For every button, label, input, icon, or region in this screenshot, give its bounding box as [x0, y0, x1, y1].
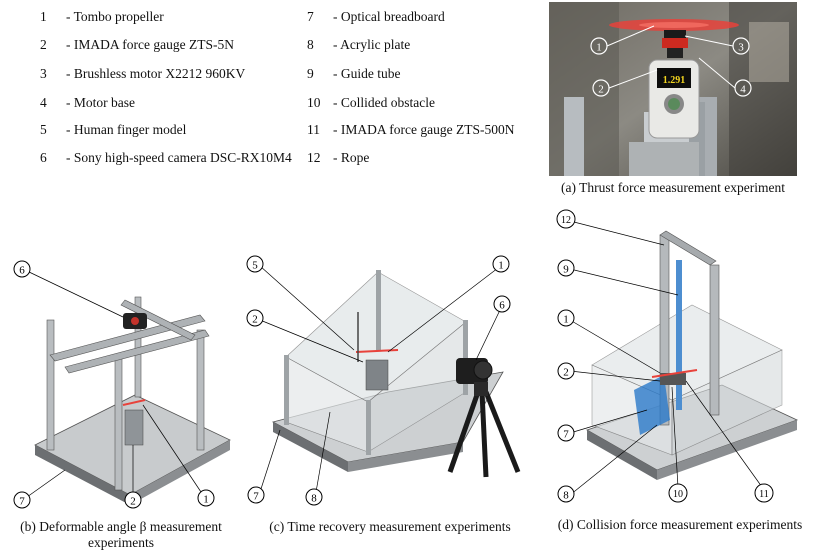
panel-d-callout-12: 12 [556, 209, 576, 229]
panel-b-callout-2: 2 [124, 491, 142, 509]
photo-callout-3: 3 [732, 37, 750, 55]
legend-item-1: 1- Tombo propeller [40, 9, 164, 24]
svg-text:2: 2 [598, 84, 604, 96]
photo-callout-1: 1 [590, 37, 608, 55]
panel-d-callout-10: 10 [668, 483, 688, 503]
svg-text:2: 2 [252, 314, 258, 326]
panel-c-callout-1: 1 [492, 255, 510, 273]
svg-text:8: 8 [563, 490, 569, 502]
panel-c-callout-5: 5 [246, 255, 264, 273]
panel-d-callout-8: 8 [557, 485, 575, 503]
gauge-reading: 1.291 [663, 75, 686, 86]
svg-text:9: 9 [563, 264, 569, 276]
caption-d: (d) Collision force measurement experime… [557, 517, 803, 532]
svg-text:6: 6 [499, 300, 505, 312]
tripod-camera-shape [447, 358, 521, 478]
svg-text:1: 1 [563, 314, 569, 326]
panel-c-callout-7: 7 [247, 486, 265, 504]
thrust-experiment-photo: 1.291 1 3 2 4 [549, 2, 797, 176]
caption-b-line1: (b) Deformable angle β measurement [20, 519, 222, 534]
legend-item-9: 9- Guide tube [307, 66, 401, 81]
legend-item-5: 5- Human finger model [40, 122, 187, 137]
svg-text:7: 7 [253, 491, 259, 503]
legend-item-10: 10- Collided obstacle [307, 95, 435, 110]
svg-text:2: 2 [130, 496, 136, 508]
panel-b-callout-1: 1 [197, 489, 215, 507]
time-recovery-drawing: 5 1 2 6 7 8 [246, 255, 521, 506]
svg-text:1: 1 [498, 260, 504, 272]
legend-item-11: 11- IMADA force gauge ZTS-500N [307, 122, 515, 137]
panel-d-callout-1: 1 [557, 309, 575, 327]
caption-b: (b) Deformable angle β measurement exper… [5, 519, 237, 551]
svg-text:10: 10 [673, 489, 683, 500]
svg-text:12: 12 [561, 215, 571, 226]
legend-item-4: 4- Motor base [40, 95, 135, 110]
legend-item-7: 7- Optical breadboard [307, 9, 445, 24]
legend-item-6: 6- Sony high-speed camera DSC-RX10M4 [40, 150, 292, 165]
panel-c-callout-6: 6 [493, 295, 511, 313]
svg-text:3: 3 [738, 42, 744, 54]
panel-d-callout-7: 7 [557, 424, 575, 442]
caption-b-line2: experiments [88, 535, 154, 550]
svg-text:11: 11 [759, 489, 769, 500]
photo-callout-4: 4 [734, 79, 752, 97]
legend-item-3: 3- Brushless motor X2212 960KV [40, 66, 246, 81]
svg-text:2: 2 [563, 367, 569, 379]
panel-b-callout-6: 6 [13, 260, 31, 278]
caption-c: (c) Time recovery measurement experiment… [269, 519, 511, 534]
svg-text:6: 6 [19, 265, 25, 277]
svg-text:8: 8 [311, 493, 317, 505]
caption-a: (a) Thrust force measurement experiment [561, 180, 785, 195]
legend-item-8: 8- Acrylic plate [307, 37, 411, 52]
legend-item-12: 12- Rope [307, 150, 370, 165]
panel-d-callout-2: 2 [557, 362, 575, 380]
panel-c-callout-2: 2 [246, 309, 264, 327]
obstacle-shape [634, 375, 670, 435]
photo-callout-2: 2 [592, 79, 610, 97]
panel-d-callout-11: 11 [754, 483, 774, 503]
deformable-angle-drawing: 6 7 2 1 [13, 260, 231, 509]
svg-text:4: 4 [740, 84, 746, 96]
panel-b-callout-7: 7 [13, 491, 31, 509]
svg-text:7: 7 [563, 429, 569, 441]
legend-item-2: 2- IMADA force gauge ZTS-5N [40, 37, 234, 52]
svg-text:7: 7 [19, 496, 25, 508]
collision-force-drawing: 12 9 1 2 7 8 10 11 [556, 209, 799, 503]
svg-text:1: 1 [596, 42, 602, 54]
panel-c-callout-8: 8 [305, 488, 323, 506]
panel-d-callout-9: 9 [557, 259, 575, 277]
svg-text:1: 1 [203, 494, 209, 506]
svg-text:5: 5 [252, 260, 258, 272]
